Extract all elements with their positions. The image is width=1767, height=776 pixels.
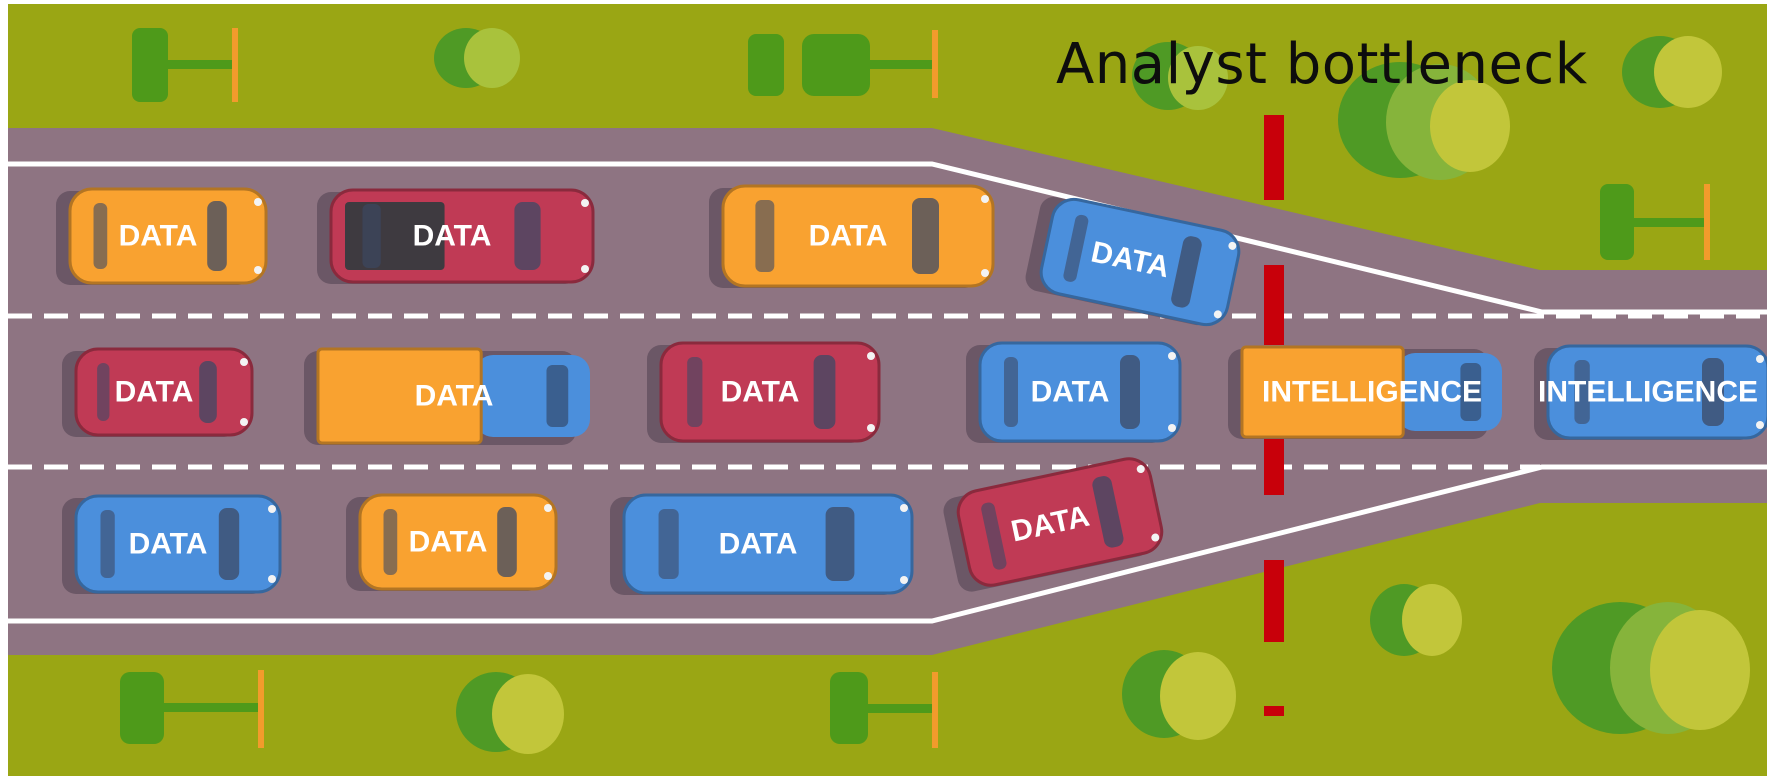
vehicle-data: DATA xyxy=(1025,196,1241,327)
vehicle-windshield xyxy=(912,198,939,274)
vehicle-windshield xyxy=(497,507,517,577)
headlight xyxy=(900,576,908,584)
vehicle-data: DATA xyxy=(62,347,254,437)
vehicle-data: DATA xyxy=(966,341,1182,443)
vehicles-layer: DATA DATA DATA DATA DATA DATA DATA DATA DATA DATA… xyxy=(56,184,1767,595)
bush-icon xyxy=(1622,36,1722,108)
vehicle-windshield xyxy=(218,508,240,580)
vehicle-rear-window xyxy=(981,502,1007,570)
headlight xyxy=(544,572,552,580)
vehicle-rear-window xyxy=(93,203,108,269)
vehicle-rear-window xyxy=(1063,214,1089,282)
headlight xyxy=(240,358,248,366)
vehicle-rear-window xyxy=(687,357,703,427)
headlight xyxy=(1228,241,1237,250)
vehicle-rear-window xyxy=(1574,360,1590,424)
headlight xyxy=(1151,533,1160,542)
vehicle-rear-window xyxy=(97,363,110,421)
vehicle-rear-window xyxy=(1004,357,1018,427)
headlight xyxy=(581,199,589,207)
vehicle-data: DATA xyxy=(610,493,914,595)
vehicle-rear-window xyxy=(362,204,381,268)
vehicle-intelligence: INTELLIGENCE xyxy=(1228,345,1502,439)
vehicle-rear-window xyxy=(100,510,115,578)
headlight xyxy=(1756,421,1764,429)
vehicle-label: DATA xyxy=(809,220,888,253)
headlight xyxy=(254,266,262,274)
vehicle-windshield xyxy=(207,201,227,271)
page-title: Analyst bottleneck xyxy=(1056,32,1588,97)
vehicle-windshield xyxy=(514,202,541,270)
headlight xyxy=(1168,424,1176,432)
headlight xyxy=(254,198,262,206)
bush-icon xyxy=(1122,650,1236,740)
road-edge-top xyxy=(8,161,1767,315)
headlight xyxy=(268,505,276,513)
bench-icon xyxy=(132,28,238,102)
vehicle-windshield xyxy=(1171,236,1202,308)
vehicle-label: DATA xyxy=(129,528,208,561)
bush-icon xyxy=(1370,584,1462,656)
headlight xyxy=(1136,465,1145,474)
vehicle-cargo xyxy=(316,347,483,445)
vehicle-label: DATA xyxy=(413,220,492,253)
vehicle-data: DATA xyxy=(317,188,595,284)
vehicle-label: DATA xyxy=(409,526,488,559)
bush-icon xyxy=(434,28,520,88)
vehicle-windshield xyxy=(1702,358,1724,426)
vehicle-windshield xyxy=(1120,355,1140,429)
vehicle-label: DATA xyxy=(119,220,198,253)
vehicle-rear-window xyxy=(383,509,398,575)
vehicle-label: INTELLIGENCE xyxy=(1262,376,1482,409)
headlight xyxy=(268,575,276,583)
vehicle-data: DATA xyxy=(304,347,590,445)
vehicle-data: DATA xyxy=(62,494,282,594)
vehicle-label: INTELLIGENCE xyxy=(1538,376,1758,409)
bench-icon xyxy=(830,672,938,748)
vehicle-data: DATA xyxy=(647,341,881,443)
headlight xyxy=(1213,310,1222,319)
headlight xyxy=(581,265,589,273)
vehicle-label: DATA xyxy=(1031,376,1110,409)
vehicle-rear-window xyxy=(658,509,679,579)
vehicle-label: DATA xyxy=(415,380,494,413)
vehicle-label: DATA xyxy=(719,528,798,561)
headlight xyxy=(544,504,552,512)
bench-icon xyxy=(1600,184,1710,260)
bench-icon xyxy=(748,30,938,98)
headlight xyxy=(867,424,875,432)
vehicle-intelligence: INTELLIGENCE xyxy=(1534,344,1767,440)
vehicle-data: DATA xyxy=(56,187,268,285)
headlight xyxy=(1168,352,1176,360)
vehicle-windshield xyxy=(199,361,217,423)
vehicle-cargo xyxy=(1240,345,1405,439)
vehicle-windshield xyxy=(813,355,836,429)
headlight xyxy=(240,418,248,426)
vehicle-windshield xyxy=(1092,476,1124,548)
vehicle-label: DATA xyxy=(115,376,194,409)
bush-icon xyxy=(456,672,564,754)
vehicle-data: DATA xyxy=(943,457,1164,592)
vehicle-data: DATA xyxy=(709,184,995,288)
bench-icon xyxy=(120,670,264,748)
headlight xyxy=(867,352,875,360)
vehicle-windshield xyxy=(1460,363,1482,421)
headlight xyxy=(981,269,989,277)
headlight xyxy=(900,504,908,512)
tree-icon xyxy=(1338,62,1510,180)
headlight xyxy=(1756,355,1764,363)
headlight xyxy=(981,195,989,203)
road-edge-bottom xyxy=(8,464,1767,624)
vehicle-label: DATA xyxy=(721,376,800,409)
vehicle-data: DATA xyxy=(346,493,558,591)
vehicle-windshield xyxy=(546,365,569,427)
vehicle-windshield xyxy=(825,507,855,581)
bush-icon xyxy=(1132,42,1228,110)
vehicle-rear-window xyxy=(755,200,775,272)
tree-icon xyxy=(1552,602,1750,734)
